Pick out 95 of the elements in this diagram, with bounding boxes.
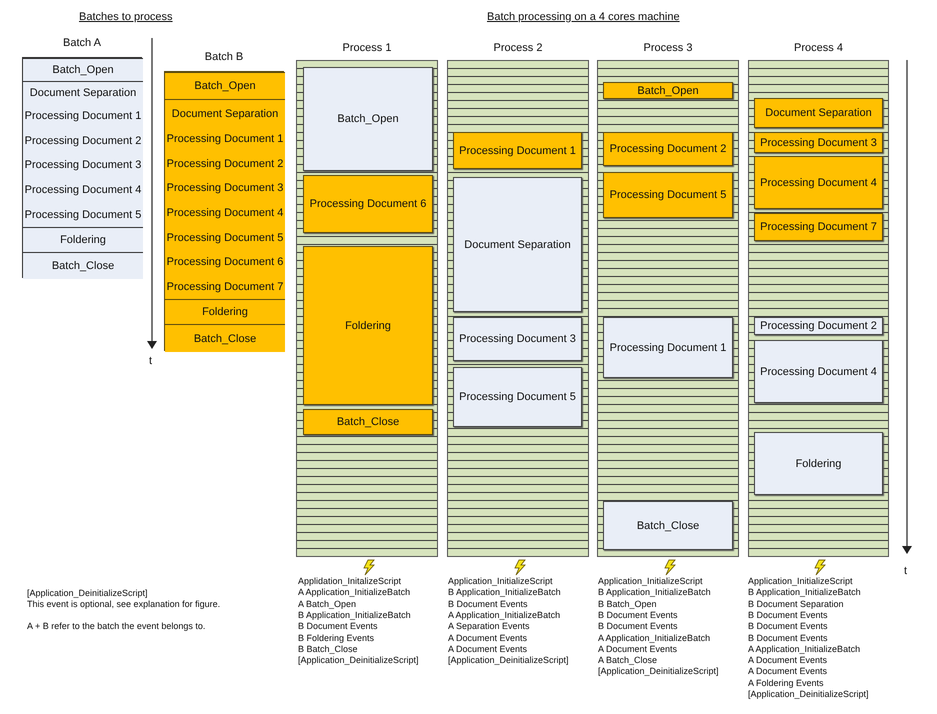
task-block: Batch_Open [303, 67, 433, 171]
axis-label: t [904, 566, 908, 577]
task-block: Document Separation [453, 177, 582, 312]
task-segment: Document Separation [165, 99, 285, 127]
batch-stack [22, 57, 142, 278]
task-segment: Foldering [23, 227, 143, 252]
event-name: [Application_DeinitializeScript] [598, 666, 719, 678]
task-segment: Processing Document 4 [165, 200, 285, 226]
task-block: Batch_Open [603, 82, 733, 99]
event-name: B Document Events [598, 610, 678, 621]
axis-label: t [149, 356, 152, 367]
process-lane [597, 60, 739, 557]
section-heading: Batch processing on a 4 cores machine [487, 12, 680, 23]
task-segment: Batch_Open [165, 72, 285, 99]
event-name: B Application_InitializeBatch [598, 587, 711, 598]
task-block: Processing Document 2 [754, 317, 883, 335]
task-segment: Processing Document 5 [165, 225, 285, 250]
event-name: A Batch_Close [598, 655, 658, 666]
event-name: A Foldering Events [748, 678, 824, 689]
event-name: A Document Events [748, 655, 828, 666]
event-name: A Document Events [448, 632, 528, 644]
event-name: A Document Events [598, 644, 678, 655]
event-name: B Document Events [748, 632, 828, 644]
task-segment: Batch_Close [23, 252, 143, 279]
note-text: [Application_DeinitializeScript] [27, 588, 148, 599]
event-name: A Application_InitializeBatch [448, 610, 560, 621]
task-segment: Processing Document 2 [165, 152, 285, 176]
task-block: Processing Document 4 [754, 156, 883, 209]
lane-heading: Process 3 [642, 42, 694, 54]
event-name: A Separation Events [448, 621, 530, 632]
process-lane [748, 60, 889, 557]
event-name: [Application_DeinitializeScript] [298, 655, 419, 666]
task-segment: Processing Document 4 [23, 178, 143, 202]
event-name: B Document Events [748, 610, 828, 621]
task-segment: Processing Document 6 [165, 250, 285, 275]
task-segment: Batch_Close [165, 324, 285, 352]
event-name: A Batch_Open [298, 598, 356, 610]
task-block: Processing Document 2 [603, 132, 733, 166]
task-block: Processing Document 1 [603, 317, 733, 378]
event-name: Application_InitializeScript [448, 576, 553, 587]
event-name: A Document Events [748, 666, 828, 678]
event-name: A Application_InitializeBatch [298, 587, 410, 598]
event-name: B Foldering Events [298, 632, 374, 644]
event-name: B Document Events [748, 621, 828, 632]
task-block: Processing Document 5 [603, 172, 733, 218]
batch-stack [164, 71, 284, 351]
event-name: A Document Events [448, 644, 528, 655]
event-name: Application_InitializeScript [748, 576, 853, 587]
task-segment: Processing Document 3 [23, 153, 143, 178]
task-segment: Processing Document 2 [23, 128, 143, 154]
event-name: [Application_DeinitializeScript] [448, 655, 569, 666]
task-segment: Processing Document 7 [165, 274, 285, 299]
task-block: Processing Document 5 [453, 367, 582, 427]
section-heading: Batches to process [79, 12, 173, 23]
task-segment: Foldering [165, 299, 285, 324]
task-block: Processing Document 4 [754, 340, 883, 403]
task-segment: Document Separation [23, 81, 143, 104]
task-block: Processing Document 3 [453, 317, 582, 361]
event-name: B Application_InitializeBatch [448, 587, 561, 598]
event-name: B Document Separation [748, 598, 844, 610]
event-name: B Application_InitializeBatch [748, 587, 861, 598]
event-name: B Document Events [598, 621, 678, 632]
lane-heading: Process 1 [342, 42, 392, 54]
task-block: Processing Document 7 [754, 213, 883, 241]
event-name: [Application_DeinitializeScript] [748, 689, 869, 700]
task-block: Document Separation [754, 98, 883, 128]
task-segment: Processing Document 3 [165, 176, 285, 201]
event-name: Application_InitializeScript [598, 576, 703, 587]
batch-heading: Batch A [62, 37, 102, 49]
lane-heading: Process 4 [793, 42, 844, 54]
task-block: Processing Document 6 [303, 175, 433, 233]
task-segment: Processing Document 1 [23, 104, 143, 129]
event-name: A Application_InitializeBatch [598, 632, 710, 644]
task-segment: Batch_Open [23, 58, 143, 81]
task-segment: Processing Document 1 [165, 127, 285, 152]
event-name: B Application_InitializeBatch [298, 610, 411, 621]
process-lane [296, 60, 438, 557]
event-name: B Batch_Close [298, 644, 358, 655]
task-block: Processing Document 1 [453, 132, 582, 169]
event-name: B Batch_Open [598, 598, 657, 610]
event-name: B Document Events [448, 598, 528, 610]
note-text: A + B refer to the batch the event belongs to. [27, 621, 206, 632]
task-block: Foldering [303, 246, 433, 405]
task-block: Batch_Close [303, 409, 433, 435]
task-block: Foldering [754, 432, 883, 495]
event-name: B Document Events [298, 621, 378, 632]
task-block: Batch_Close [603, 501, 733, 550]
event-name: Applidation_InitalizeScript [298, 576, 402, 587]
lane-heading: Process 2 [492, 42, 544, 54]
batch-heading: Batch B [204, 51, 244, 63]
event-name: A Application_InitializeBatch [748, 644, 860, 655]
process-lane [447, 60, 589, 557]
note-text: This event is optional, see explanation for figure. [27, 599, 220, 610]
task-segment: Processing Document 5 [23, 202, 143, 227]
task-block: Processing Document 3 [754, 132, 883, 153]
